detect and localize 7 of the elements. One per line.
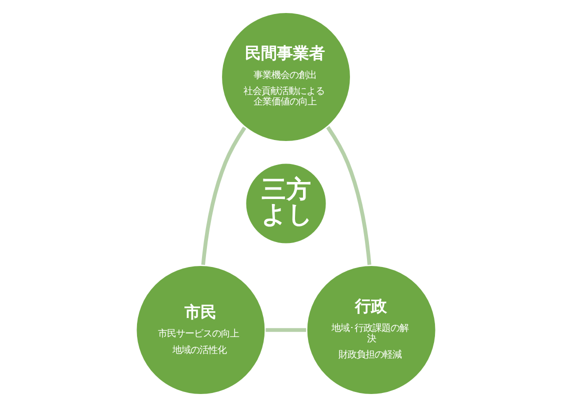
connector [326,126,371,265]
node-circle: 三方よし [244,162,328,246]
node-circle: 民間事業者 事業機会の創出 社会貢献活動による企業価値の向上 [220,11,352,143]
connector [200,126,246,266]
connector [265,328,306,332]
node-circle: 行政 地域･行政課題の解決 財政負担の軽減 [304,264,437,396]
node-circle: 市民 市民サービスの向上 地域の活性化 [134,264,266,396]
